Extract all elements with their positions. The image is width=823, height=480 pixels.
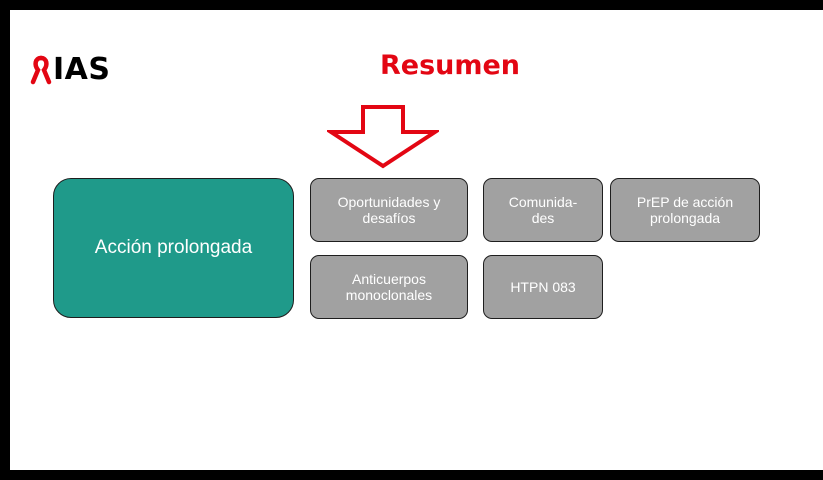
ias-logo: IAS [30,50,111,90]
topic-label: Anticuerpos monoclonales [345,271,433,303]
topic-anticuerpos[interactable]: Anticuerpos monoclonales [310,255,468,319]
topic-comunidades[interactable]: Comunida- des [483,178,603,242]
logo-text: IAS [53,52,111,87]
topic-label: PrEP de acción prolongada [636,194,734,226]
topic-label: HTPN 083 [510,279,576,295]
main-topic-box[interactable]: Acción prolongada [53,178,294,318]
topic-label: Oportunidades y desafíos [337,194,441,226]
main-topic-label: Acción prolongada [94,237,253,258]
topic-prep[interactable]: PrEP de acción prolongada [610,178,760,242]
page-title: Resumen [379,50,521,81]
slide: IAS Resumen Acción prolongada Oportunida… [10,10,823,470]
topic-oportunidades[interactable]: Oportunidades y desafíos [310,178,468,242]
red-ribbon-icon [30,55,52,85]
topic-htpn-083[interactable]: HTPN 083 [483,255,603,319]
down-arrow-icon [327,105,439,169]
topic-label: Comunida- des [508,194,578,226]
